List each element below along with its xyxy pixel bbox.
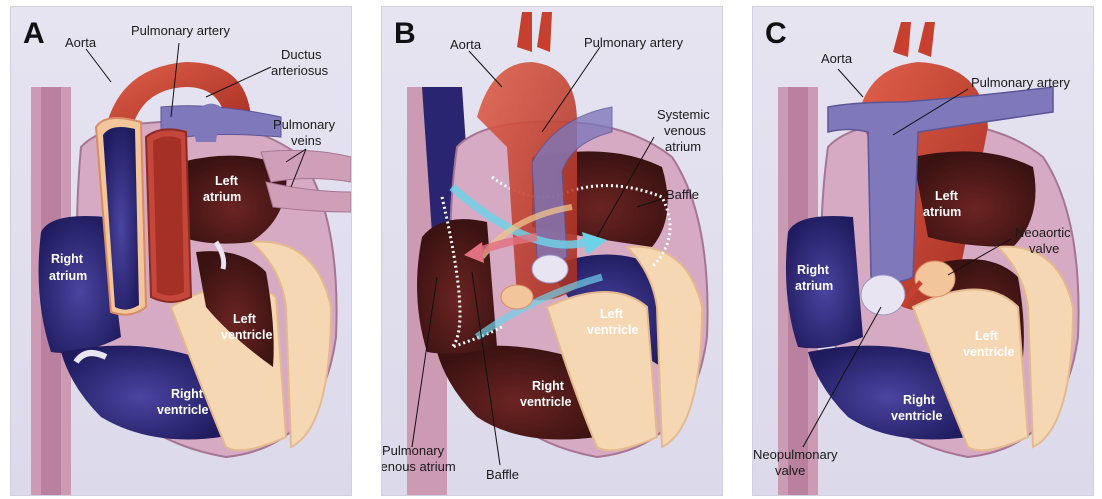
label-systemic-1: Systemic	[657, 107, 710, 122]
label-right-atrium-2: atrium	[49, 269, 87, 284]
label-right-atrium-1: Right	[797, 263, 829, 278]
label-left-ventricle-2: ventricle	[963, 345, 1014, 360]
label-ductus-arteriosus-2: arteriosus	[271, 63, 328, 78]
label-right-ventricle-2: ventricle	[520, 395, 571, 410]
label-right-ventricle-1: Right	[171, 387, 203, 402]
label-pulmonary-veins-2: veins	[291, 133, 321, 148]
label-left-atrium-2: atrium	[203, 190, 241, 205]
label-left-ventricle-2: ventricle	[221, 328, 272, 343]
panel-c-arterial-switch: C Aorta Pulmonary artery Left atrium Neo…	[752, 6, 1094, 496]
label-pulmonary-artery: Pulmonary artery	[971, 75, 1070, 90]
panel-letter: C	[765, 17, 787, 51]
label-left-ventricle-1: Left	[600, 307, 623, 322]
label-right-ventricle-1: Right	[903, 393, 935, 408]
label-right-ventricle-2: ventricle	[891, 409, 942, 424]
label-neopulmonary-valve-1: Neopulmonary	[753, 447, 838, 462]
panel-a-normal-heart: A Aorta Pulmonary artery Ductus arterios…	[10, 6, 352, 496]
label-baffle-bottom: Baffle	[486, 467, 519, 482]
label-systemic-3: atrium	[665, 139, 701, 154]
label-right-ventricle-1: Right	[532, 379, 564, 394]
label-left-atrium-1: Left	[935, 189, 958, 204]
label-baffle-right: Baffle	[666, 187, 699, 202]
label-pulmonary-venous-atrium-1: Pulmonary	[382, 443, 444, 458]
label-aorta: Aorta	[821, 51, 852, 66]
label-pulmonary-artery: Pulmonary artery	[131, 23, 230, 38]
panel-letter: A	[23, 17, 45, 51]
label-systemic-2: venous	[664, 123, 706, 138]
label-right-atrium-2: atrium	[795, 279, 833, 294]
label-right-ventricle-2: ventricle	[157, 403, 208, 418]
label-neopulmonary-valve-2: valve	[775, 463, 805, 478]
label-pulmonary-venous-atrium-2: venous atrium	[381, 459, 456, 474]
label-right-atrium-1: Right	[51, 252, 83, 267]
label-left-atrium-1: Left	[215, 174, 238, 189]
panel-letter: B	[394, 17, 416, 51]
label-neoaortic-valve-2: valve	[1029, 241, 1059, 256]
label-aorta: Aorta	[65, 35, 96, 50]
label-aorta: Aorta	[450, 37, 481, 52]
panel-b-atrial-switch: B Aorta Pulmonary artery Systemic venous…	[381, 6, 723, 496]
neoaortic-valve-shape	[915, 261, 955, 297]
leader-aorta	[86, 49, 111, 82]
label-left-ventricle-1: Left	[233, 312, 256, 327]
label-ductus-arteriosus-1: Ductus	[281, 47, 321, 62]
label-pulmonary-veins-1: Pulmonary	[273, 117, 335, 132]
heart-illustration-b	[382, 7, 722, 495]
neopulmonary-valve-shape	[861, 275, 905, 315]
heart-illustration-a	[11, 7, 351, 495]
label-left-ventricle-1: Left	[975, 329, 998, 344]
label-pulmonary-artery: Pulmonary artery	[584, 35, 683, 50]
label-left-ventricle-2: ventricle	[587, 323, 638, 338]
label-neoaortic-valve-1: Neoaortic	[1015, 225, 1071, 240]
label-left-atrium-2: atrium	[923, 205, 961, 220]
